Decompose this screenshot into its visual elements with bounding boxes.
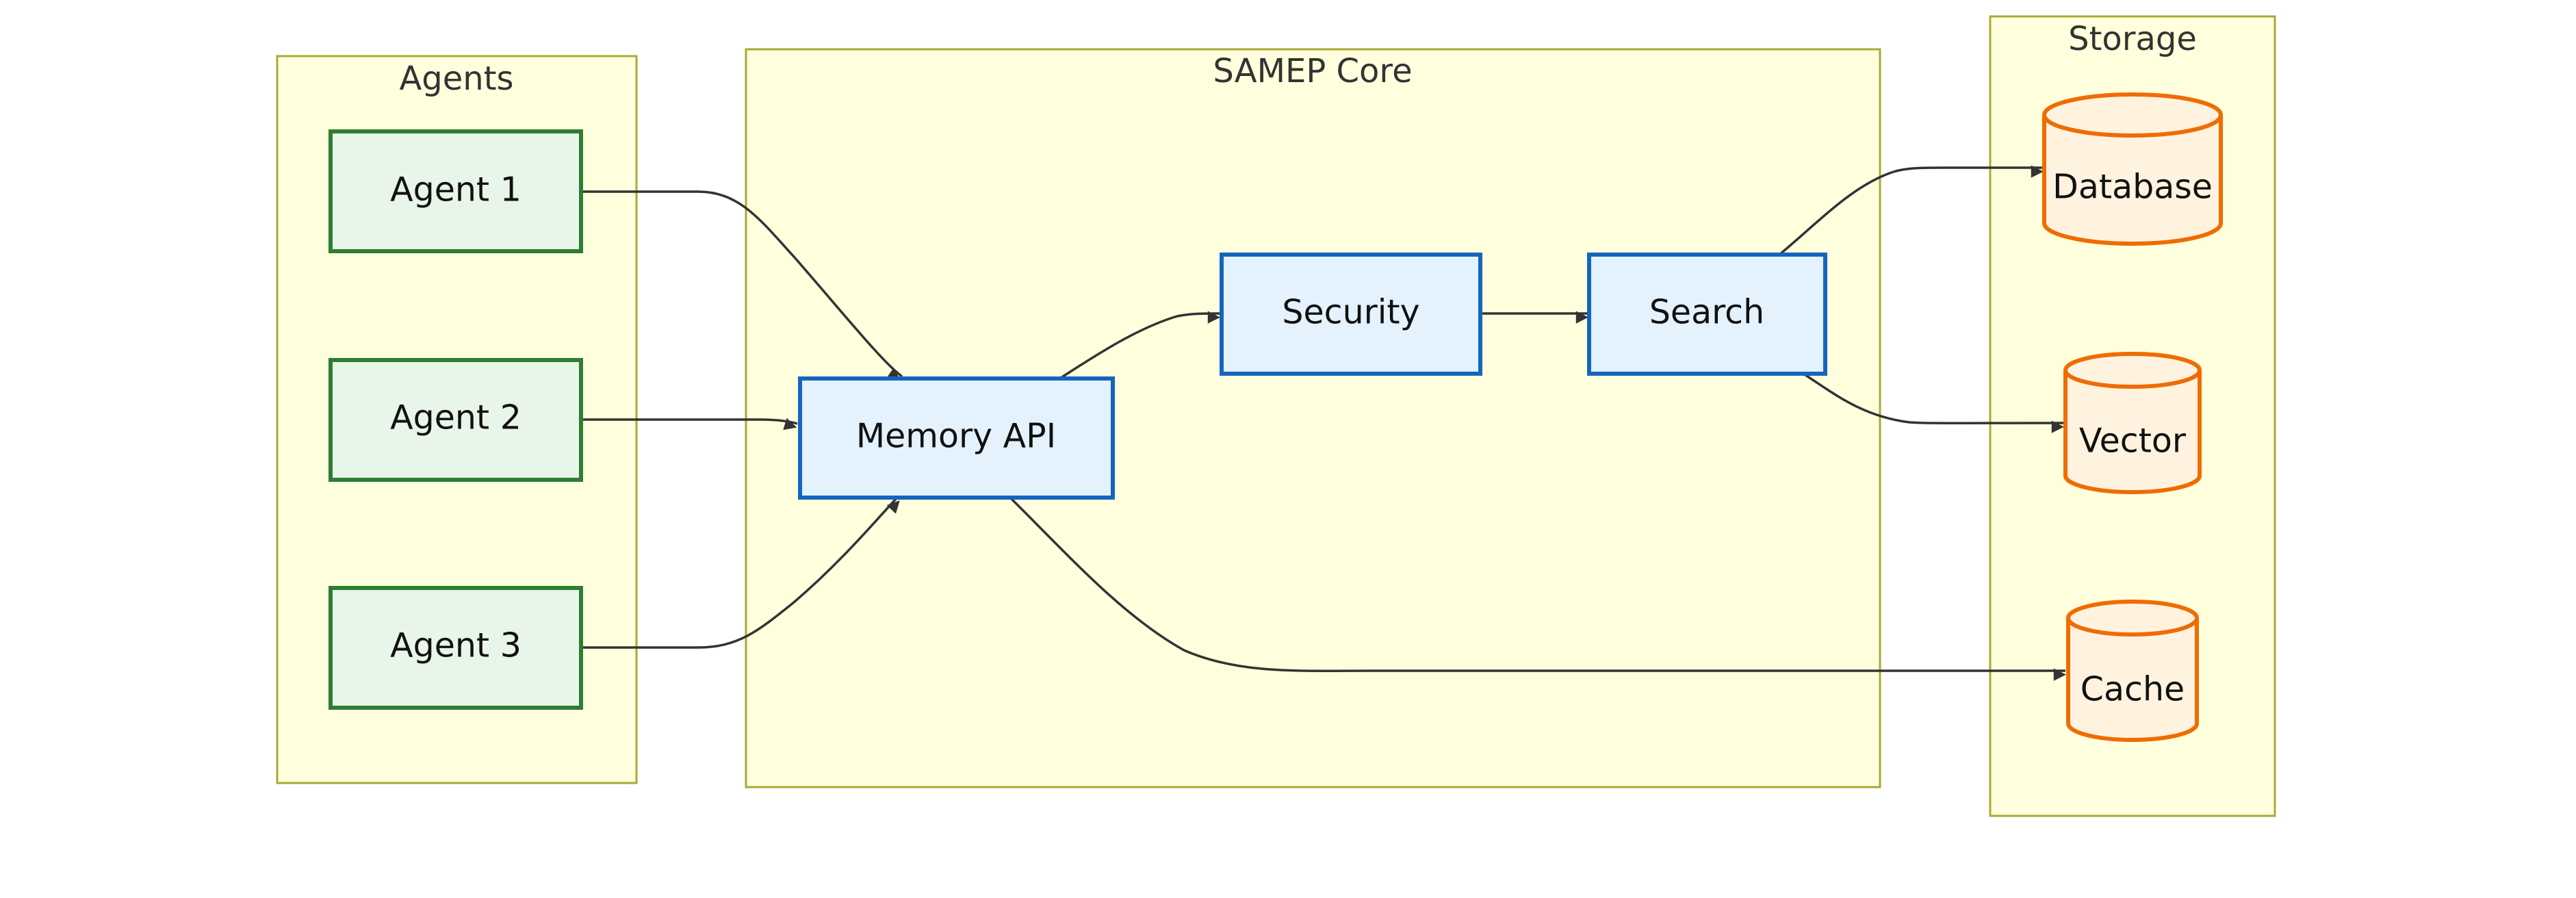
vector-label: Vector xyxy=(2079,422,2187,461)
edges xyxy=(582,165,2066,681)
node-database: Database xyxy=(2042,92,2223,246)
node-cache: Cache xyxy=(2065,600,2199,742)
edge-agent1-memory-api xyxy=(582,190,903,381)
node-agent-1: Agent 1 xyxy=(329,129,583,253)
database-label: Database xyxy=(2052,168,2213,207)
agent-2-label: Agent 2 xyxy=(390,398,521,437)
cluster-storage-title: Storage xyxy=(2068,20,2197,58)
node-search: Search xyxy=(1587,253,1827,376)
cache-label: Cache xyxy=(2081,670,2185,709)
search-label: Search xyxy=(1649,293,1764,332)
node-agent-2: Agent 2 xyxy=(329,358,583,482)
vector-cylinder xyxy=(2063,352,2202,494)
edge-memory-api-cache xyxy=(1008,496,2066,681)
security-label: Security xyxy=(1282,293,1419,332)
cache-cylinder xyxy=(2065,600,2199,742)
cluster-agents-title: Agents xyxy=(399,60,513,98)
security-box xyxy=(1220,253,1482,376)
edge-search-database xyxy=(1778,165,2044,256)
agent-2-box xyxy=(329,358,583,482)
cluster-core-title: SAMEP Core xyxy=(1213,52,1412,90)
agent-3-box xyxy=(329,586,583,710)
memory-api-label: Memory API xyxy=(856,417,1056,456)
node-vector: Vector xyxy=(2063,352,2202,494)
memory-api-box xyxy=(798,376,1115,500)
edge-agent3-memory-api xyxy=(582,497,900,649)
node-security: Security xyxy=(1220,253,1482,376)
edge-agent2-memory-api xyxy=(582,418,798,431)
agent-1-box xyxy=(329,129,583,253)
edge-memory-api-security xyxy=(1060,311,1220,379)
agent-1-label: Agent 1 xyxy=(390,170,521,209)
node-memory-api: Memory API xyxy=(798,376,1115,500)
edge-search-vector xyxy=(1803,372,2064,433)
node-agent-3: Agent 3 xyxy=(329,586,583,710)
agent-3-label: Agent 3 xyxy=(390,626,521,665)
search-box xyxy=(1587,253,1827,376)
database-cylinder xyxy=(2042,92,2223,246)
